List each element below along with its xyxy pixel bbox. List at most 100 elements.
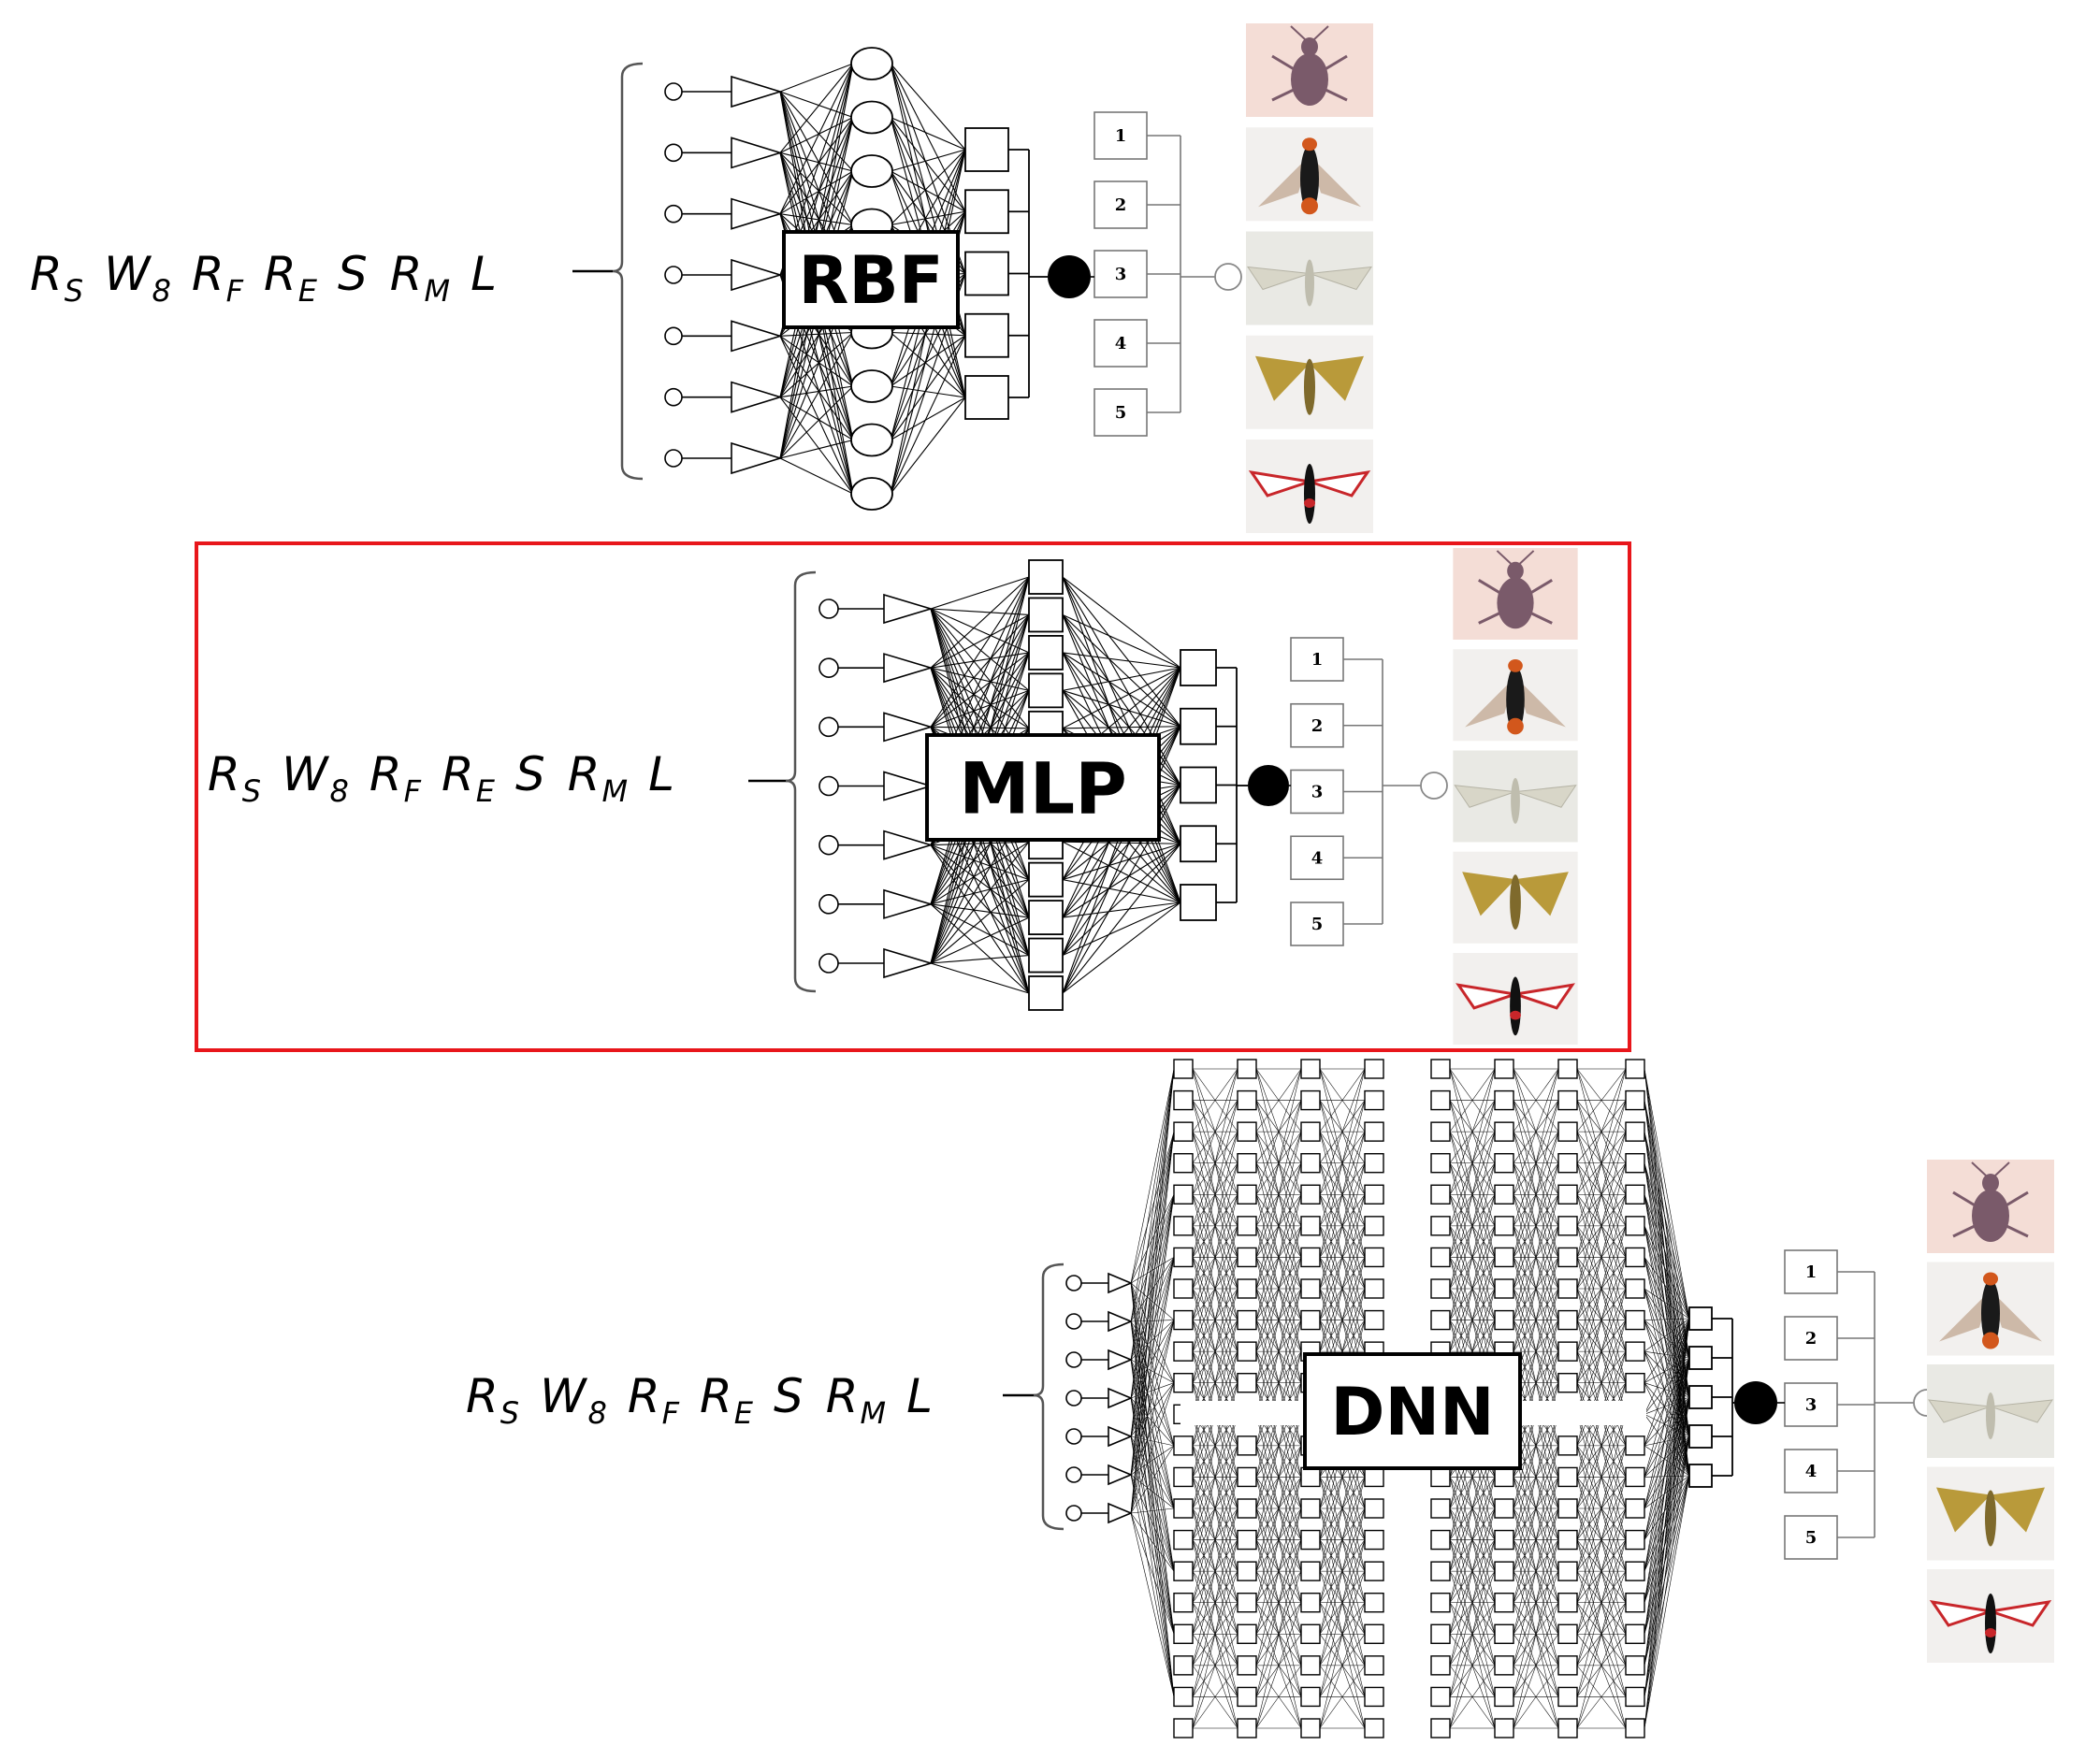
connection-line xyxy=(1644,1318,1690,1352)
connection-line xyxy=(1319,1100,1366,1290)
connection-line xyxy=(1576,1225,1627,1415)
clearwing-wing xyxy=(1456,983,1516,1010)
dnn-hidden-neuron xyxy=(1173,1593,1194,1613)
connection-line xyxy=(1130,1132,1175,1437)
weevil-leg xyxy=(1323,54,1348,72)
rbf-hidden-neuron xyxy=(850,100,893,135)
dnn-hidden-neuron xyxy=(1430,1498,1451,1519)
connection-line xyxy=(1255,1351,1302,1540)
weevil-leg xyxy=(1271,87,1296,102)
dnn-hidden-neuron xyxy=(1173,1121,1194,1142)
connection-line xyxy=(779,385,854,459)
dnn-hidden-neuron xyxy=(1173,1089,1194,1111)
connection-line xyxy=(1062,689,1181,728)
output-dot xyxy=(1048,255,1091,298)
dnn-hidden-neuron xyxy=(1430,1278,1451,1299)
sawfly-head xyxy=(1983,1272,1998,1286)
connection-line xyxy=(779,151,854,225)
connection-line xyxy=(1319,1068,1366,1195)
dnn-hidden-neuron xyxy=(1364,1247,1384,1268)
dnn-hidden-neuron xyxy=(1430,1184,1451,1205)
dnn-hidden-neuron xyxy=(1173,1341,1194,1362)
dnn-hidden-neuron xyxy=(1625,1718,1645,1738)
dnn-hidden-neuron xyxy=(1364,1059,1384,1079)
dnn-hidden-neuron xyxy=(1364,1089,1384,1111)
class-box xyxy=(1093,111,1148,160)
connection-line xyxy=(1130,1512,1175,1697)
moth-wing xyxy=(1310,355,1364,401)
dnn-hidden-neuron xyxy=(1430,1247,1451,1268)
weevil-leg xyxy=(1528,611,1553,625)
input-triangle xyxy=(731,137,783,169)
dnn-hidden-neuron xyxy=(1557,1686,1578,1708)
connection-line xyxy=(1130,1132,1175,1399)
dnn-hidden-neuron xyxy=(1364,1529,1384,1551)
dnn-hidden-neuron xyxy=(1237,1529,1257,1551)
connection-line xyxy=(1130,1194,1175,1514)
mlp-hidden-neuron xyxy=(1028,559,1064,595)
connection-line xyxy=(890,210,966,226)
sawfly-wing xyxy=(1991,1290,2042,1342)
connection-line xyxy=(1449,1539,1496,1729)
dnn-hidden-neuron xyxy=(1173,1655,1194,1676)
dnn-hidden-neuron xyxy=(1625,1341,1645,1362)
connection-line xyxy=(1513,1445,1559,1635)
dnn-hidden-neuron xyxy=(1237,1059,1257,1079)
output-neuron xyxy=(1688,1464,1713,1488)
connection-line xyxy=(1644,1396,1690,1729)
output-neuron xyxy=(964,312,1009,358)
sawfly-wing xyxy=(1515,676,1566,728)
input-node-circle xyxy=(1065,1390,1082,1407)
output-neuron xyxy=(1180,825,1217,863)
connection-line xyxy=(1644,1194,1690,1320)
dnn-hidden-neuron xyxy=(1557,1623,1578,1644)
dnn-hidden-neuron xyxy=(1430,1059,1451,1079)
connection-line xyxy=(1644,1396,1690,1603)
weevil-antenna xyxy=(1290,25,1306,40)
connection-line xyxy=(779,336,854,440)
dnn-hidden-neuron xyxy=(1430,1216,1451,1236)
variable-subscript: E xyxy=(298,273,318,309)
moth-wing xyxy=(1514,785,1577,808)
connection-line xyxy=(1255,1068,1302,1195)
dnn-hidden-neuron xyxy=(1300,1655,1321,1676)
input-triangle xyxy=(731,197,783,230)
connection-line xyxy=(1062,902,1181,994)
dnn-hidden-neuron xyxy=(1625,1686,1645,1708)
class-box xyxy=(1290,902,1344,946)
connection-line xyxy=(1644,1435,1690,1697)
weevil-body xyxy=(1291,53,1328,106)
moth-wing xyxy=(1515,872,1569,916)
connection-line xyxy=(1644,1132,1690,1398)
dnn-hidden-neuron xyxy=(1364,1718,1384,1738)
connection-line xyxy=(930,962,1030,994)
connection-line xyxy=(1644,1318,1690,1446)
connection-line xyxy=(930,841,1030,846)
input-node-circle xyxy=(818,599,839,619)
connection-line xyxy=(779,91,854,225)
dnn-hidden-neuron xyxy=(1300,1089,1321,1111)
connection-line xyxy=(930,608,1030,616)
dnn-hidden-neuron xyxy=(1625,1089,1645,1111)
moth-wing xyxy=(1927,1399,1991,1423)
connection-line xyxy=(1644,1100,1690,1398)
clearwing-moth-icon xyxy=(1246,440,1373,533)
dnn-hidden-neuron xyxy=(1557,1435,1578,1456)
connection-line xyxy=(1644,1357,1690,1635)
connection-line xyxy=(1192,1132,1238,1320)
weevil-head xyxy=(1982,1174,1999,1192)
dnn-hidden-neuron xyxy=(1430,1561,1451,1581)
sawfly-body xyxy=(1981,1279,2000,1348)
output-dot xyxy=(1734,1381,1777,1424)
connection-line xyxy=(1319,1132,1366,1320)
clearwing-wing xyxy=(1929,1599,1991,1627)
dnn-hidden-neuron xyxy=(1494,1655,1514,1676)
connection-line xyxy=(1255,1288,1302,1478)
connection-line xyxy=(1644,1257,1690,1359)
weevil-antenna xyxy=(1971,1161,1987,1176)
prediction-circle xyxy=(1420,772,1448,800)
connection-line xyxy=(930,576,1030,728)
connection-line xyxy=(1449,1068,1496,1195)
connection-line xyxy=(890,117,966,212)
connection-line xyxy=(1130,1382,1175,1514)
